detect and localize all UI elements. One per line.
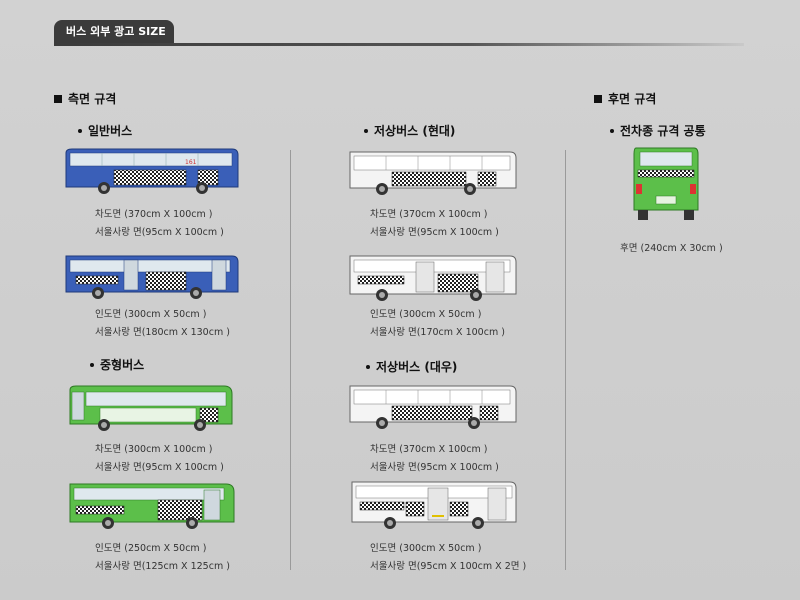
- dot-bullet-icon: [364, 128, 368, 133]
- dot-bullet-icon: [78, 128, 82, 133]
- hyundai-bus-sidewalk-image: [349, 255, 517, 301]
- general-bus-title: 일반버스: [88, 124, 133, 138]
- caption: 서울사랑 면(180cm X 130cm ): [95, 327, 230, 338]
- caption: 차도면 (300cm X 100cm ): [95, 444, 213, 455]
- header-rule: [54, 43, 744, 46]
- caption: 서울사랑 면(125cm X 125cm ): [95, 561, 230, 572]
- hyundai-bus-title: 저상버스 (현대): [374, 124, 456, 138]
- caption: 서울사랑 면(95cm X 100cm ): [95, 227, 224, 238]
- daewoo-bus-title: 저상버스 (대우): [376, 360, 458, 374]
- caption: 서울사랑 면(95cm X 100cm X 2면 ): [370, 561, 527, 572]
- medium-bus-sidewalk-image: [69, 483, 235, 529]
- medium-bus-heading: 중형버스: [90, 356, 144, 373]
- column-divider: [290, 150, 291, 570]
- daewoo-bus-sidewalk-image: [351, 481, 517, 529]
- caption: 서울사랑 면(95cm X 100cm ): [95, 462, 224, 473]
- rear-spec-heading: 후면 규격: [594, 90, 656, 107]
- side-spec-title: 측면 규격: [68, 92, 117, 106]
- square-bullet-icon: [594, 94, 602, 103]
- caption: 차도면 (370cm X 100cm ): [370, 209, 488, 220]
- rear-spec-title: 후면 규격: [608, 92, 657, 106]
- daewoo-bus-roadside-image: [349, 385, 517, 429]
- hyundai-bus-roadside-image: [349, 151, 517, 195]
- dot-bullet-icon: [90, 362, 94, 367]
- caption: 인도면 (250cm X 50cm ): [95, 543, 207, 554]
- caption: 인도면 (300cm X 50cm ): [370, 543, 482, 554]
- caption: 서울사랑 면(95cm X 100cm ): [370, 227, 499, 238]
- caption: 인도면 (300cm X 50cm ): [370, 309, 482, 320]
- general-bus-roadside-image: 161: [65, 148, 239, 194]
- dot-bullet-icon: [610, 128, 614, 133]
- dot-bullet-icon: [366, 364, 370, 369]
- caption: 서울사랑 면(95cm X 100cm ): [370, 462, 499, 473]
- caption: 차도면 (370cm X 100cm ): [95, 209, 213, 220]
- rear-common-title: 전차종 규격 공통: [620, 124, 706, 138]
- daewoo-bus-heading: 저상버스 (대우): [366, 358, 457, 375]
- route-number: 161: [185, 159, 197, 166]
- caption: 서울사랑 면(170cm X 100cm ): [370, 327, 505, 338]
- square-bullet-icon: [54, 94, 62, 103]
- page-header-tab: 버스 외부 광고 SIZE: [54, 20, 174, 44]
- caption: 후면 (240cm X 30cm ): [620, 243, 723, 254]
- rear-bus-image: [633, 147, 699, 220]
- general-bus-heading: 일반버스: [78, 122, 132, 139]
- caption: 차도면 (370cm X 100cm ): [370, 444, 488, 455]
- rear-common-heading: 전차종 규격 공통: [610, 122, 706, 139]
- medium-bus-roadside-image: [69, 385, 233, 431]
- column-divider: [565, 150, 566, 570]
- side-spec-heading: 측면 규격: [54, 90, 116, 107]
- medium-bus-title: 중형버스: [100, 358, 145, 372]
- page-header-title: 버스 외부 광고 SIZE: [66, 25, 166, 38]
- hyundai-bus-heading: 저상버스 (현대): [364, 122, 455, 139]
- caption: 인도면 (300cm X 50cm ): [95, 309, 207, 320]
- general-bus-sidewalk-image: [65, 255, 239, 299]
